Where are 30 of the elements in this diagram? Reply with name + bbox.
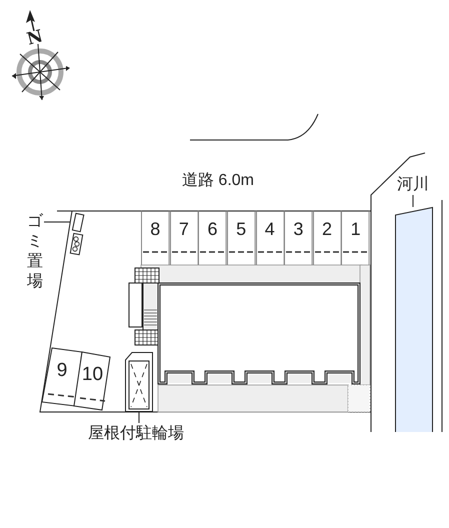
- parking-space: [341, 211, 370, 265]
- space-number: 9: [56, 361, 68, 381]
- parking-space: [284, 211, 313, 265]
- parking-space: [170, 211, 198, 265]
- space-number: 1: [350, 219, 362, 239]
- space-number: 6: [206, 219, 219, 239]
- parking-space: [226, 211, 256, 265]
- leader-line: [138, 412, 140, 424]
- area-label: ゴミ置場: [26, 212, 44, 292]
- space-number: 10: [80, 365, 104, 385]
- space-number: 7: [178, 219, 190, 239]
- river-channel: [395, 207, 433, 432]
- space-number: 3: [292, 219, 304, 239]
- leader-line: [412, 194, 414, 208]
- area-label: 河川: [395, 174, 431, 195]
- road-label: 道路 6.0m: [180, 171, 255, 191]
- space-number: 5: [235, 219, 248, 239]
- area-label: 屋根付駐輪場: [77, 423, 195, 445]
- space-number: 8: [149, 219, 162, 239]
- garbage-bin-drawing: [70, 213, 87, 256]
- parking-space: [42, 347, 82, 407]
- north-letter: N: [24, 26, 46, 50]
- parking-space: [141, 211, 170, 265]
- parking-space: [198, 211, 227, 265]
- parking-space: [312, 211, 342, 265]
- bicycle-shelter: [125, 352, 153, 412]
- space-number: 4: [264, 219, 276, 239]
- space-number: 2: [321, 219, 334, 239]
- parking-space: [74, 351, 111, 411]
- parking-space: [256, 211, 284, 265]
